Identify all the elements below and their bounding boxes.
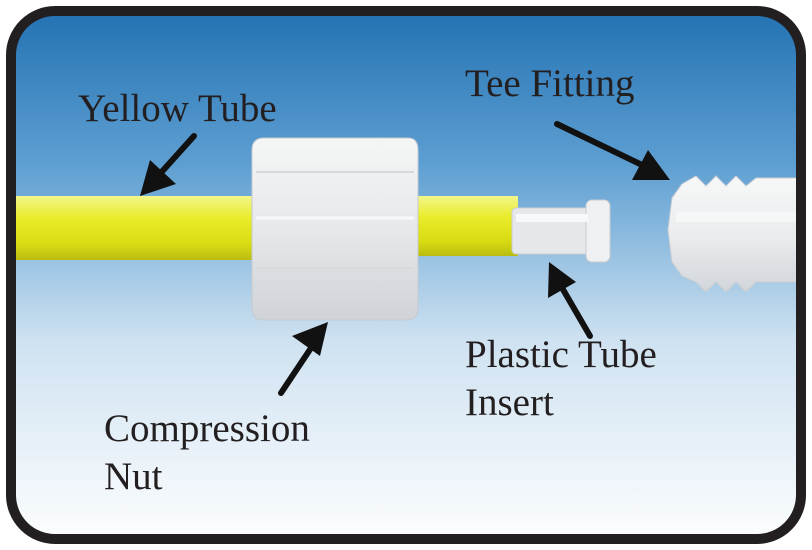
- label-plastic-tube-insert-line-1: Plastic Tube: [465, 333, 657, 376]
- yellow-tube-exposed: [416, 196, 518, 256]
- yellow-tube: [11, 196, 262, 260]
- plastic-tube-insert: [511, 199, 611, 263]
- arrow-compression-nut: [278, 322, 328, 396]
- label-yellow-tube-text: Yellow Tube: [78, 87, 277, 130]
- rounded-frame: [6, 6, 806, 544]
- label-compression-nut-line-1: Compression: [104, 407, 310, 450]
- label-yellow-tube: Yellow Tube: [78, 85, 277, 133]
- label-tee-fitting: Tee Fitting: [465, 60, 635, 108]
- label-plastic-tube-insert: Plastic Tube Insert: [465, 331, 657, 427]
- arrow-plastic-insert: [548, 262, 593, 339]
- arrow-yellow-tube: [140, 133, 197, 196]
- compression-nut: [251, 137, 419, 321]
- label-compression-nut-line-2: Nut: [104, 455, 163, 498]
- tee-fitting: [667, 175, 801, 293]
- label-tee-fitting-text: Tee Fitting: [465, 62, 635, 105]
- label-plastic-tube-insert-line-2: Insert: [465, 381, 554, 424]
- label-compression-nut: Compression Nut: [104, 405, 310, 501]
- arrow-tee-fitting: [554, 121, 670, 180]
